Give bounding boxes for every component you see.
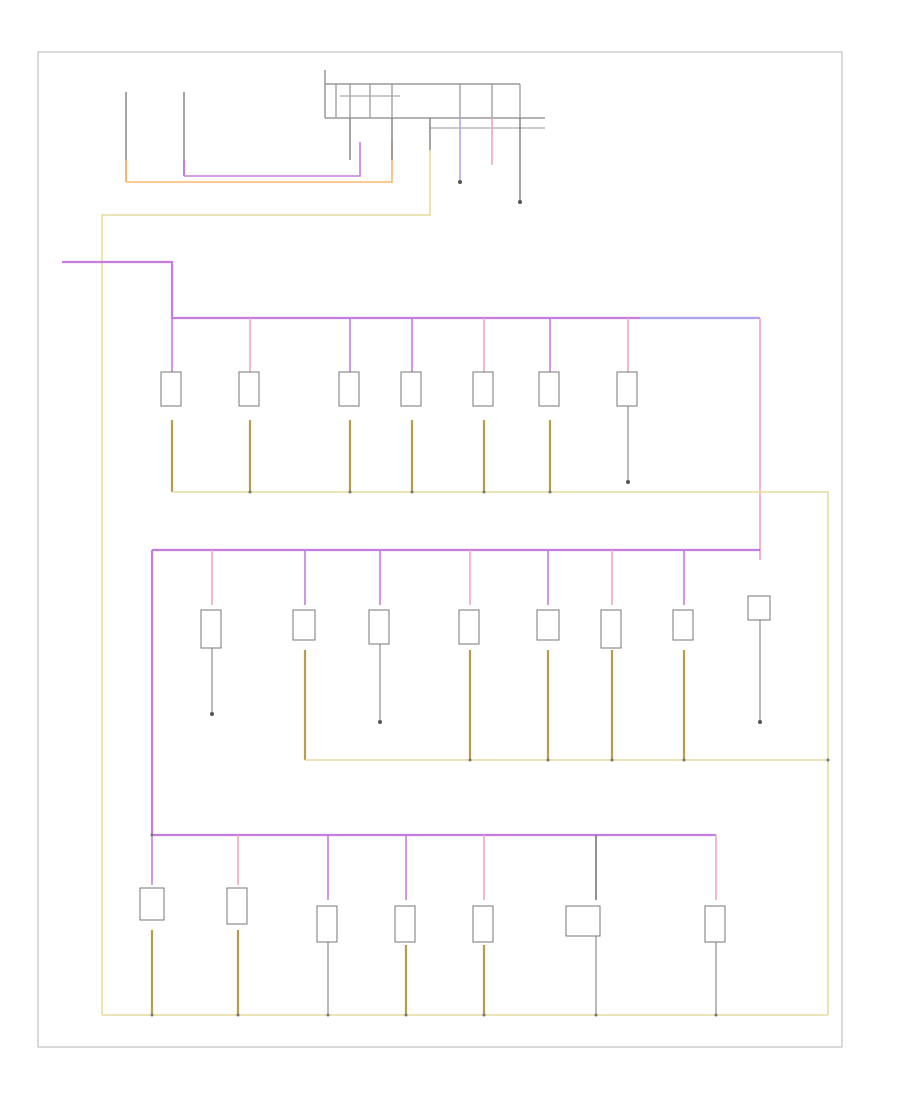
fuse-section bbox=[101, 70, 545, 1015]
main-feed bbox=[62, 260, 761, 560]
splice-dots bbox=[150, 490, 830, 1017]
row-bottom bbox=[102, 833, 828, 1016]
ground-symbols bbox=[210, 180, 762, 724]
diagram-frame bbox=[37, 51, 843, 1048]
row-top bbox=[160, 318, 829, 1015]
row-middle bbox=[150, 548, 828, 835]
